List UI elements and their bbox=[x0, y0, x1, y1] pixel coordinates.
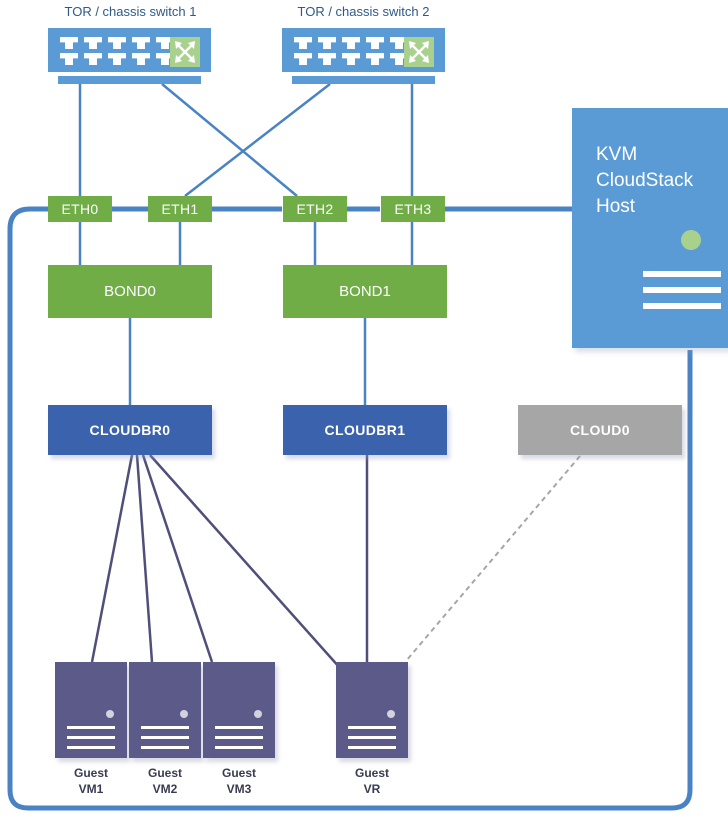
status-led-icon bbox=[681, 230, 701, 250]
status-led-icon bbox=[106, 710, 114, 718]
switch-title-2: TOR / chassis switch 2 bbox=[297, 4, 430, 19]
status-led-icon bbox=[387, 710, 395, 718]
server-bays-icon bbox=[215, 726, 263, 756]
guest-vm-3-line2: VM3 bbox=[226, 782, 252, 796]
server-bays-icon bbox=[643, 271, 721, 319]
guest-vm-1[interactable] bbox=[55, 662, 127, 758]
link-sw1-eth2 bbox=[161, 83, 298, 197]
crossed-arrows-icon bbox=[404, 37, 434, 67]
server-bays-icon bbox=[67, 726, 115, 756]
guest-vr[interactable] bbox=[336, 662, 408, 758]
tor-switch-1-base bbox=[58, 76, 201, 84]
switch-port-icon bbox=[108, 37, 126, 49]
bridge-cloud0[interactable]: CLOUD0 bbox=[518, 405, 682, 455]
switch-port-icon bbox=[294, 53, 312, 65]
host-title: KVM CloudStack Host bbox=[596, 142, 693, 220]
guest-vm-2-line1: Guest bbox=[147, 766, 182, 780]
bond-interface-bond0[interactable]: BOND0 bbox=[48, 265, 212, 318]
guest-vr-line1: Guest bbox=[354, 766, 389, 780]
server-bays-icon bbox=[348, 726, 396, 756]
switch-port-icon bbox=[108, 53, 126, 65]
switch-port-grid bbox=[294, 37, 408, 65]
link-cloudbr0-vr bbox=[149, 454, 341, 669]
guest-vr-label: Guest VR bbox=[336, 765, 408, 797]
tor-switch-2-base bbox=[292, 76, 435, 84]
guest-vm-2[interactable] bbox=[129, 662, 201, 758]
switch-port-icon bbox=[132, 37, 150, 49]
tor-switch-1[interactable] bbox=[48, 28, 211, 72]
bond-interface-bond1[interactable]: BOND1 bbox=[283, 265, 447, 318]
kvm-cloudstack-host[interactable]: KVM CloudStack Host bbox=[572, 108, 728, 348]
guest-vr-line2: VR bbox=[363, 782, 381, 796]
switch-port-icon bbox=[366, 53, 384, 65]
host-title-line2: CloudStack bbox=[596, 170, 694, 191]
link-cloudbr0-vm2 bbox=[135, 454, 154, 663]
switch-port-icon bbox=[294, 37, 312, 49]
guest-vm-3-label: Guest VM3 bbox=[203, 765, 275, 797]
switch-port-icon bbox=[366, 37, 384, 49]
host-title-line3: Host bbox=[596, 196, 636, 217]
host-title-line1: KVM bbox=[596, 144, 638, 165]
switch-port-icon bbox=[318, 37, 336, 49]
guest-vm-1-label: Guest VM1 bbox=[55, 765, 127, 797]
tor-switch-2[interactable] bbox=[282, 28, 445, 72]
switch-port-icon bbox=[84, 37, 102, 49]
eth-port-eth1[interactable]: ETH1 bbox=[148, 196, 212, 222]
guest-vm-3[interactable] bbox=[203, 662, 275, 758]
link-cloudbr0-vm3 bbox=[141, 454, 214, 663]
switch-port-icon bbox=[132, 53, 150, 65]
link-cloud0-vr bbox=[405, 455, 581, 662]
guest-vm-3-line1: Guest bbox=[221, 766, 256, 780]
bridge-cloudbr0[interactable]: CLOUDBR0 bbox=[48, 405, 212, 455]
guest-vm-1-line1: Guest bbox=[73, 766, 108, 780]
status-led-icon bbox=[180, 710, 188, 718]
status-led-icon bbox=[254, 710, 262, 718]
link-sw2-eth1 bbox=[184, 83, 331, 197]
switch-port-icon bbox=[84, 53, 102, 65]
eth-port-eth3[interactable]: ETH3 bbox=[381, 196, 445, 222]
bridge-cloudbr1[interactable]: CLOUDBR1 bbox=[283, 405, 447, 455]
guest-vm-2-label: Guest VM2 bbox=[129, 765, 201, 797]
switch-title-1: TOR / chassis switch 1 bbox=[64, 4, 197, 19]
eth-port-eth2[interactable]: ETH2 bbox=[283, 196, 347, 222]
guest-vm-2-line2: VM2 bbox=[152, 782, 178, 796]
switch-port-grid bbox=[60, 37, 174, 65]
switch-port-icon bbox=[342, 53, 360, 65]
switch-port-icon bbox=[60, 53, 78, 65]
link-cloudbr0-vm1 bbox=[90, 454, 134, 663]
guest-vm-1-line2: VM1 bbox=[78, 782, 104, 796]
server-bays-icon bbox=[141, 726, 189, 756]
switch-port-icon bbox=[318, 53, 336, 65]
switch-port-icon bbox=[60, 37, 78, 49]
eth-port-eth0[interactable]: ETH0 bbox=[48, 196, 112, 222]
crossed-arrows-icon bbox=[170, 37, 200, 67]
switch-port-icon bbox=[342, 37, 360, 49]
